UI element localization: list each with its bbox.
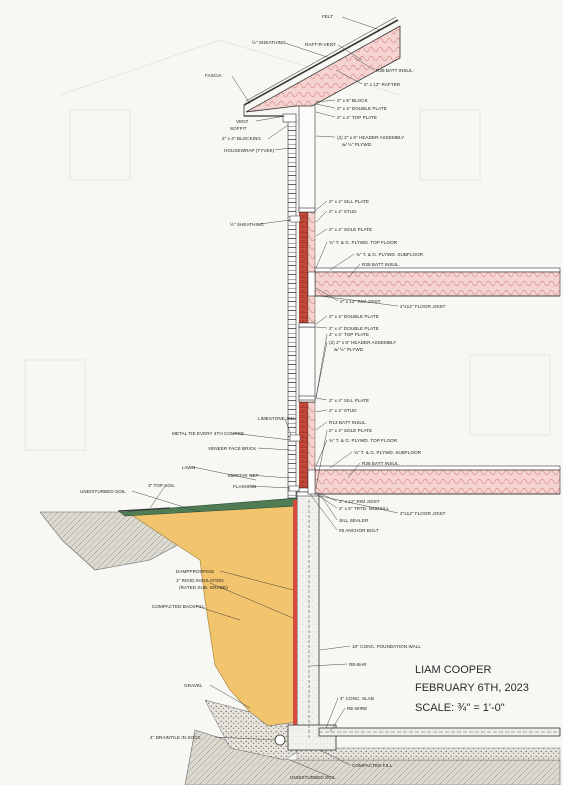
label-rigid-1: 1" RIGID INSULATION xyxy=(176,578,224,583)
label-compacted-backfill: COMPACTED BACKFILL xyxy=(152,604,205,609)
label-sill-plate-2nd: 2" x 4" SILL PLATE xyxy=(329,199,369,204)
label-rebar: RE-BAR xyxy=(349,662,367,667)
label-header-2nd-1: (2) 2" x 8" HEADER ASSEMBLY xyxy=(329,340,396,345)
label-flashing: FLASHING xyxy=(233,484,257,489)
callout-labels: FELT ½" SHEATHING RAFT-R-VENT R38 BATT I… xyxy=(80,14,446,780)
label-lawn: LAWN xyxy=(182,465,195,470)
label-draintile: 4" DRAINTILE IN SOCK xyxy=(150,735,202,740)
leader-lines xyxy=(131,16,399,778)
label-double-plate-2nd: 2" x 4" DOUBLE PLATE xyxy=(329,314,379,319)
label-compacted-fill: COMPACTED FILL xyxy=(352,763,393,768)
draintile xyxy=(274,734,286,746)
label-rafter: 2" x 12" RAFTER xyxy=(364,82,401,87)
label-rim-joist-2nd: 2" x 12" RIM JOIST xyxy=(340,299,381,304)
floor-1st-subfloor xyxy=(314,465,561,471)
wall-stud-top xyxy=(298,99,316,213)
roof-sheathing xyxy=(243,19,399,106)
label-raft-r-vent: RAFT-R-VENT xyxy=(305,42,336,47)
label-top-plate-2nd: 2" x 4" TOP PLATE xyxy=(329,332,369,337)
compacted-fill xyxy=(296,747,561,761)
label-r38-roof: R38 BATT INSUL. xyxy=(376,68,414,73)
label-sole-plate-1st: 2" x 4" SOLE PLATE xyxy=(329,428,372,433)
label-block: 2" x 8" BLOCK xyxy=(337,98,369,103)
felt xyxy=(245,16,397,102)
label-mortar-net: MORTAR NET xyxy=(228,473,259,478)
label-rigid-2: (RATED SUB. GRADE) xyxy=(179,585,228,590)
label-top-plate-top: 2" x 4" TOP PLATE xyxy=(337,115,377,120)
label-housewrap: HOUSEWRAP (TYVEK) xyxy=(224,148,275,153)
label-sheathing-wall: ½" SHEATHING xyxy=(230,221,264,227)
label-undisturbed-top: UNDISTURBED SOIL xyxy=(80,489,126,494)
floor-1st-joist xyxy=(314,469,561,495)
label-sheathing-roof: ½" SHEATHING xyxy=(252,39,286,45)
label-floor-joist-1st: 2"x12" FLOOR JOIST xyxy=(400,511,446,516)
label-rewire: RE-WIRE xyxy=(347,706,367,711)
label-tg-sub-2nd: ¾" T. & G. PLYWD. SUBFLOOR xyxy=(356,252,424,257)
brick-core-2nd xyxy=(299,212,308,327)
label-conc-slab: 4" CONC. SLAB xyxy=(340,696,374,701)
label-vent: VENT xyxy=(236,119,249,124)
label-sill-plate-1st: 2" x 4" SILL PLATE xyxy=(329,398,369,403)
floor-2nd-subfloor xyxy=(314,267,561,273)
label-r13: R13 BATT INSUL. xyxy=(329,420,367,425)
label-header-top-1: (2) 2" x 8" HEADER ASSEMBLY xyxy=(337,135,404,140)
label-felt: FELT xyxy=(322,14,333,19)
label-limestone-sill: LIMESTONE SILL xyxy=(258,416,296,421)
foundation-wall xyxy=(296,491,320,743)
label-fascia: FASCIA xyxy=(205,73,223,78)
label-sill-sealer: SILL SEALER xyxy=(339,518,369,523)
label-mudsill: 2" x 6" TRTD. MUDSILL xyxy=(339,506,389,511)
label-stud-2nd: 2" x 4" STUD xyxy=(329,209,357,214)
label-header-top-2: w/ ½" PLYWD. xyxy=(342,141,372,147)
blocking xyxy=(282,113,297,123)
wall-stud-mid xyxy=(298,326,316,403)
label-r38-2nd: R38 BATT INSUL. xyxy=(362,262,400,267)
roof-rafter-insulation xyxy=(245,25,401,113)
label-floor-joist-2nd: 2"x12" FLOOR JOIST xyxy=(400,304,446,309)
label-blocking: 2" x 4" BLOCKING xyxy=(222,136,261,141)
label-gravel: GRAVEL xyxy=(184,683,203,688)
wall-insulation-2nd xyxy=(307,211,316,328)
label-double-plate-top: 2" x 4" DOUBLE PLATE xyxy=(337,106,387,111)
label-r38-1st: R38 BATT INSUL. xyxy=(362,461,400,466)
label-metal-tie: METAL TIE EVERY 4TH COURSE xyxy=(172,431,244,436)
flashing-mark xyxy=(288,485,300,492)
label-tg-sub-1st: ¾" T. & G. PLYWD. SUBFLOOR xyxy=(354,450,422,455)
label-sole-plate-2nd: 2" x 4" SOLE PLATE xyxy=(329,227,372,232)
author-name: LIAM COOPER xyxy=(415,664,491,676)
title-block: LIAM COOPER FEBRUARY 6TH, 2023 SCALE: ¾"… xyxy=(415,664,529,714)
label-rim-joist-1st: 2" x 12" RIM JOIST xyxy=(339,499,380,504)
floor-1st-rim xyxy=(307,469,316,495)
floor-2nd-rim xyxy=(307,271,316,297)
label-stud-1st: 2" x 4" STUD xyxy=(329,408,357,413)
label-undisturbed-bottom: UNDISTURBED SOIL xyxy=(290,775,336,780)
sheathing-mark-2nd xyxy=(289,215,301,223)
drawing-scale: SCALE: ¾" = 1'-0" xyxy=(415,702,505,714)
label-veneer: VENEER FACE BRICK xyxy=(208,446,257,451)
limestone-sill-mark xyxy=(289,434,301,442)
topsoil xyxy=(117,507,171,512)
label-tg-top-1st: ¾" T. & G. PLYWD. TOP FLOOR xyxy=(329,438,398,443)
label-dampproofing: DAMPPROOFING xyxy=(176,569,215,574)
drawing-date: FEBRUARY 6TH, 2023 xyxy=(415,682,529,694)
label-soffit: SOFFIT xyxy=(230,126,247,131)
label-foundation-wall: 10" CONC. FOUNDATION WALL xyxy=(352,644,421,649)
rigid-insulation xyxy=(293,500,297,725)
label-anchor-bolt: #5 ANCHOR BOLT xyxy=(339,528,379,533)
label-topsoil: 3" TOP SOIL xyxy=(148,483,175,488)
label-double-plate-2nd-b: 2" x 4" DOUBLE PLATE xyxy=(329,326,379,331)
brick-core-1st xyxy=(299,402,308,494)
label-tg-top-2nd: ¾" T. & G. PLYWD. TOP FLOOR xyxy=(329,240,398,245)
label-header-2nd-2: w/ ½" PLYWD. xyxy=(334,346,364,352)
floor-2nd-joist xyxy=(314,271,561,297)
veneer-face-brick xyxy=(287,119,297,499)
